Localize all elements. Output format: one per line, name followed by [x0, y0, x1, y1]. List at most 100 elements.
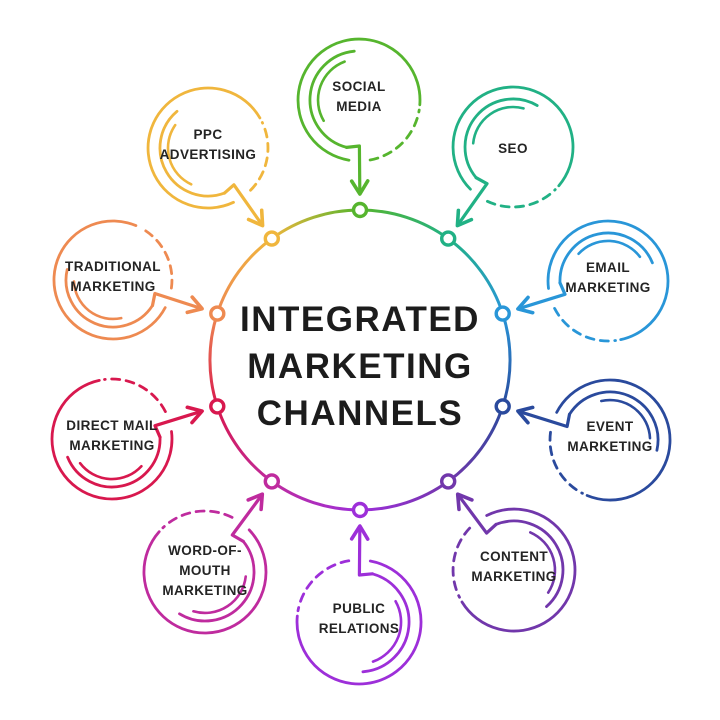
direct-mail-marketing-arrow-to-hub-icon — [185, 405, 204, 425]
traditional-marketing-swoosh-inner-arc — [72, 280, 123, 321]
email-marketing-circle-solid-arc — [546, 219, 670, 341]
ring-segment-seo — [446, 237, 505, 316]
email-marketing-arrow-shaft — [520, 281, 567, 310]
content-marketing-arrow-shaft — [458, 495, 498, 535]
seo-arrow-shaft — [458, 176, 489, 224]
ring-segment-direct-mail-marketing — [208, 312, 219, 408]
traditional-marketing-circle-solid-arc — [52, 219, 167, 341]
event-marketing-label-line: MARKETING — [567, 439, 652, 454]
traditional-marketing-label-line: TRADITIONAL — [65, 259, 161, 274]
public-relations-label-line: RELATIONS — [319, 621, 400, 636]
public-relations-node — [351, 501, 369, 519]
content-marketing-arrow-to-hub-icon — [455, 492, 474, 512]
traditional-marketing-label-line: MARKETING — [70, 279, 155, 294]
public-relations-swoosh-inner-arc — [371, 600, 403, 663]
word-of-mouth-marketing-label-line: MARKETING — [162, 583, 247, 598]
email-marketing-arrow-to-hub-icon — [516, 295, 535, 315]
traditional-marketing-node — [209, 305, 226, 322]
direct-mail-marketing-label-line: DIRECT MAIL — [66, 418, 157, 433]
word-of-mouth-marketing-swoosh-inner-arc — [192, 575, 247, 615]
ring-segment-email-marketing — [501, 312, 512, 408]
direct-mail-marketing-label-line: MARKETING — [69, 438, 154, 453]
content-marketing-circle-solid-arc — [460, 507, 577, 633]
channel-social-media: SOCIAL MEDIA — [296, 37, 422, 196]
title-line-3: CHANNELS — [257, 394, 463, 433]
seo-circle-dashed-arc — [486, 188, 557, 209]
event-marketing-arrow-to-hub-icon — [516, 405, 535, 425]
ppc-advertising-circle-dashed-arc — [249, 121, 270, 192]
email-marketing-node — [494, 305, 511, 322]
ppc-advertising-swoosh-inner-arc — [166, 123, 193, 186]
channel-content-marketing: CONTENT MARKETING — [451, 492, 577, 633]
word-of-mouth-marketing-arrow-to-hub-icon — [246, 492, 265, 512]
public-relations-circle-dashed-arc — [296, 559, 351, 613]
public-relations-swoosh-arc — [361, 572, 411, 674]
email-marketing-swoosh-inner-arc — [577, 239, 642, 259]
direct-mail-marketing-circle-solid-arc — [50, 379, 174, 501]
social-media-circle-solid-arc — [296, 37, 422, 162]
event-marketing-arrow-shaft — [520, 410, 572, 429]
social-media-swoosh-inner-arc — [316, 60, 346, 123]
email-marketing-circle-dashed-arc — [553, 307, 617, 343]
word-of-mouth-marketing-swoosh-arc — [178, 540, 256, 623]
content-marketing-node — [440, 473, 457, 490]
ring-segment-ppc-advertising — [270, 208, 362, 241]
ring-segment-social-media — [358, 208, 450, 241]
channel-traditional-marketing: TRADITIONAL MARKETING — [52, 219, 204, 341]
channel-word-of-mouth-marketing: WORD-OF- MOUTH MARKETING — [142, 492, 268, 635]
hub-ring — [208, 208, 512, 512]
social-media-label-line: MEDIA — [336, 99, 382, 114]
ring-segment-content-marketing — [358, 479, 450, 512]
ppc-advertising-arrow-to-hub-icon — [246, 208, 265, 228]
word-of-mouth-marketing-arrow-shaft — [230, 495, 262, 543]
word-of-mouth-marketing-circle-solid-arc — [142, 528, 268, 635]
public-relations-circle-solid-arc — [295, 559, 423, 686]
content-marketing-swoosh-arc — [494, 519, 565, 608]
word-of-mouth-marketing-label-line: WORD-OF- — [168, 543, 242, 558]
title-line-1: INTEGRATED — [240, 300, 480, 339]
content-marketing-label-line: CONTENT — [480, 549, 548, 564]
social-media-swoosh-arc — [308, 49, 356, 149]
social-media-label-line: SOCIAL — [332, 79, 385, 94]
word-of-mouth-marketing-circle-dashed-arc — [161, 509, 234, 530]
seo-swoosh-inner-arc — [471, 105, 525, 145]
channel-event-marketing: EVENT MARKETING — [516, 378, 672, 502]
social-media-arrow-to-hub-icon — [349, 179, 370, 196]
ppc-advertising-arrow-shaft — [222, 183, 262, 224]
seo-node — [440, 230, 457, 247]
seo-arrow-to-hub-icon — [455, 208, 474, 228]
title-line-2: MARKETING — [247, 347, 472, 386]
ring-segment-word-of-mouth-marketing — [215, 404, 274, 483]
seo-swoosh-arc — [463, 97, 539, 180]
event-marketing-circle-solid-arc — [555, 378, 672, 502]
channel-direct-mail-marketing: DIRECT MAIL MARKETING — [50, 377, 204, 501]
social-media-arrow-shaft — [345, 144, 362, 192]
event-marketing-label-line: EVENT — [586, 419, 633, 434]
social-media-circle-dashed-arc — [368, 108, 421, 162]
event-marketing-circle-dashed-arc — [548, 430, 584, 495]
public-relations-arrow-shaft — [357, 528, 374, 577]
direct-mail-marketing-swoosh-inner-arc — [78, 461, 143, 481]
direct-mail-marketing-swoosh-arc — [66, 435, 162, 489]
ring-segment-public-relations — [270, 479, 362, 512]
content-marketing-label-line: MARKETING — [471, 569, 556, 584]
public-relations-label-line: PUBLIC — [333, 601, 386, 616]
ppc-advertising-node — [263, 230, 280, 247]
email-marketing-swoosh-arc — [558, 231, 654, 285]
ppc-advertising-circle-solid-arc — [146, 86, 262, 210]
word-of-mouth-marketing-label-line: MOUTH — [179, 563, 231, 578]
word-of-mouth-marketing-node — [263, 473, 280, 490]
ppc-advertising-label-line: PPC — [194, 127, 223, 142]
seo-circle-solid-arc — [451, 85, 575, 191]
hub-title: INTEGRATED MARKETING CHANNELS — [240, 300, 480, 433]
email-marketing-label-line: MARKETING — [565, 280, 650, 295]
ring-segment-traditional-marketing — [215, 237, 274, 316]
event-marketing-node — [494, 398, 511, 415]
public-relations-arrow-to-hub-icon — [349, 524, 370, 541]
ppc-advertising-swoosh-arc — [158, 109, 226, 198]
ring-segment-event-marketing — [446, 404, 505, 483]
